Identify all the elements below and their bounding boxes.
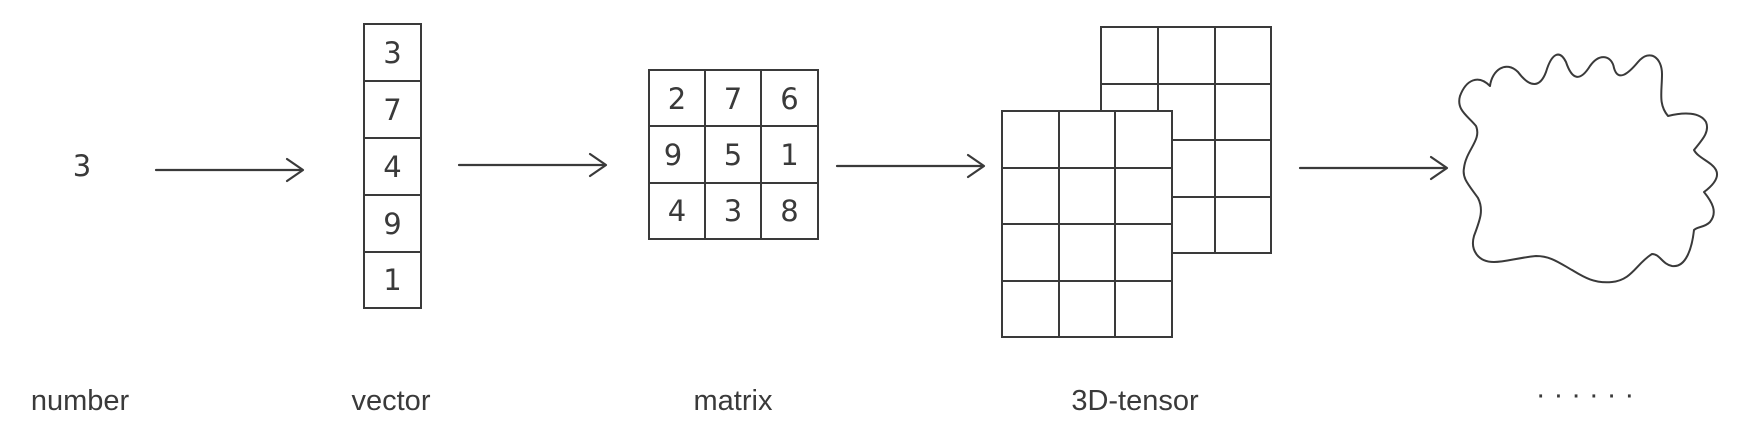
matrix-cell: 6 [780,82,798,116]
vector-cell: 1 [383,263,401,297]
matrix-cell: 3 [724,194,742,228]
cloud-shape [1458,53,1718,284]
caption-number: number [31,385,130,417]
arrow-tensor-to-higher [1298,155,1449,181]
matrix-cell: 7 [724,82,742,116]
arrow-number-to-vector [154,157,305,183]
arrow-matrix-to-tensor [835,153,986,179]
matrix-cell: 1 [780,138,798,172]
number-value: 3 [73,149,91,183]
matrix-cell: 4 [668,194,686,228]
matrix-cell: 9 [664,138,682,172]
matrix-grid: 2 7 6 9 5 1 4 3 8 [648,69,819,240]
vector-cell: 4 [383,150,401,184]
tensor-front-layer [1001,110,1173,338]
caption-vector: vector [352,385,431,417]
caption-ellipsis: · · · · · · [1536,379,1634,411]
matrix-cell: 5 [724,138,742,172]
matrix-cell: 2 [668,82,686,116]
caption-tensor: 3D-tensor [1071,385,1199,417]
vector-cell: 7 [383,93,401,127]
vector-cell: 9 [383,207,401,241]
vector-cell: 3 [383,36,401,70]
matrix-cell: 8 [780,194,798,228]
vector-column: 3 7 4 9 1 [363,23,422,309]
arrow-vector-to-matrix [457,152,608,178]
caption-matrix: matrix [694,385,773,417]
